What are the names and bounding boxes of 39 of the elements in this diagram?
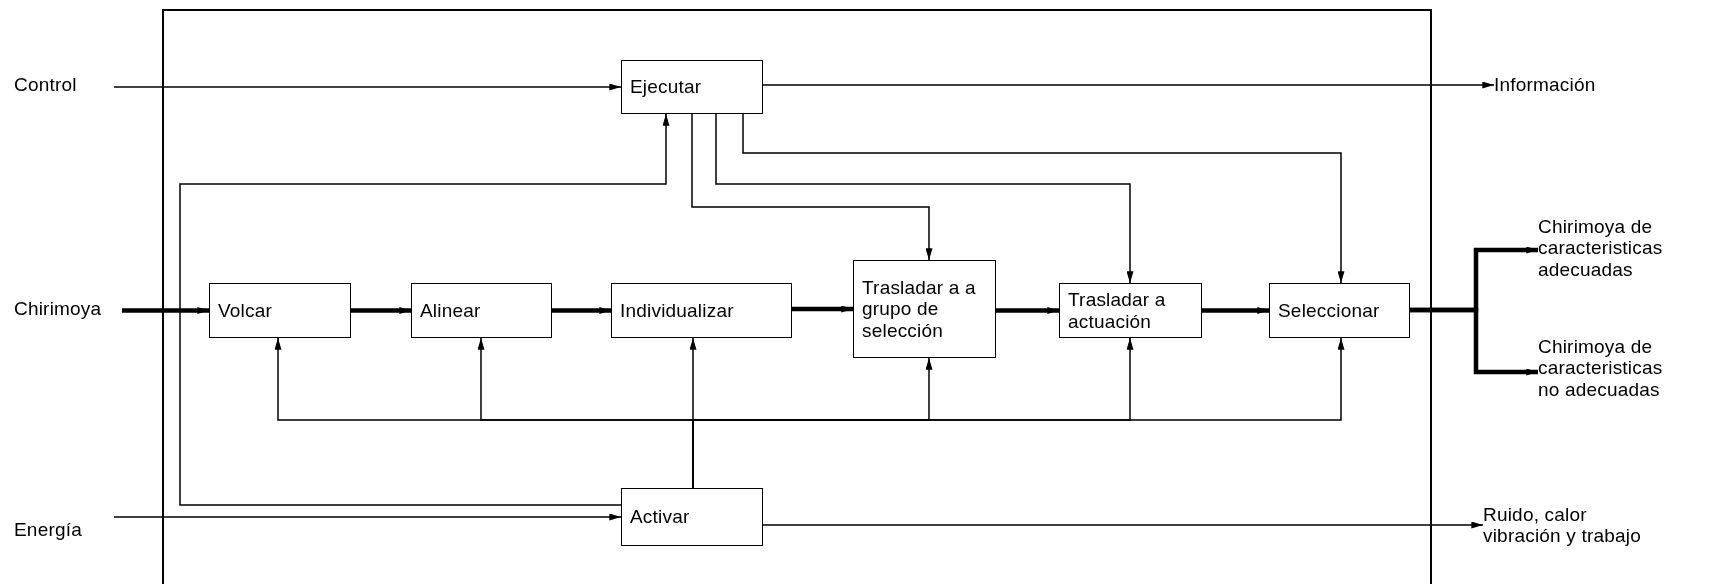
arrow: [552, 307, 611, 314]
text-label: Ruido, calor vibración y trabajo: [1483, 503, 1642, 547]
text-label: Chirimoya: [14, 298, 102, 320]
arrow: [715, 113, 1134, 284]
box-label: Individualizar: [620, 299, 734, 322]
text-label: Energía: [14, 519, 82, 541]
arrow: [742, 113, 1345, 284]
arrow: [122, 307, 209, 314]
process-box: [1269, 283, 1410, 338]
text-label: Chirimoya de caracteristicas no adecuadas: [1538, 336, 1664, 400]
text-label: Chirimoya de caracteristicas adecuadas: [1538, 216, 1664, 280]
process-box: [853, 260, 996, 358]
system-boundary: [162, 9, 1432, 584]
process-box: [611, 283, 792, 338]
box-label: Seleccionar: [1278, 299, 1380, 322]
text-label: Control: [14, 74, 77, 96]
arrow: [691, 113, 933, 261]
box-label: Ejecutar: [630, 76, 702, 98]
arrow: [179, 113, 670, 506]
arrow: [762, 521, 1484, 529]
process-box: [411, 283, 552, 338]
arrow: [762, 81, 1495, 89]
box-label: Activar: [630, 506, 690, 528]
box-label: Trasladar a a grupo de selección: [862, 277, 977, 341]
box-label: Trasladar a actuación: [1068, 289, 1167, 332]
process-box: [621, 60, 763, 114]
text-label: Información: [1494, 74, 1596, 96]
process-box: [621, 488, 763, 546]
box-label: Volcar: [218, 299, 272, 322]
process-box: [1059, 283, 1202, 338]
arrow: [113, 513, 622, 521]
arrow: [351, 307, 411, 314]
arrow: [792, 305, 853, 313]
box-label: Alinear: [420, 299, 481, 322]
process-box: [209, 283, 351, 338]
arrow: [1202, 307, 1269, 314]
arrow: [996, 307, 1059, 314]
arrow: [113, 83, 622, 91]
arrow: [1410, 307, 1538, 376]
